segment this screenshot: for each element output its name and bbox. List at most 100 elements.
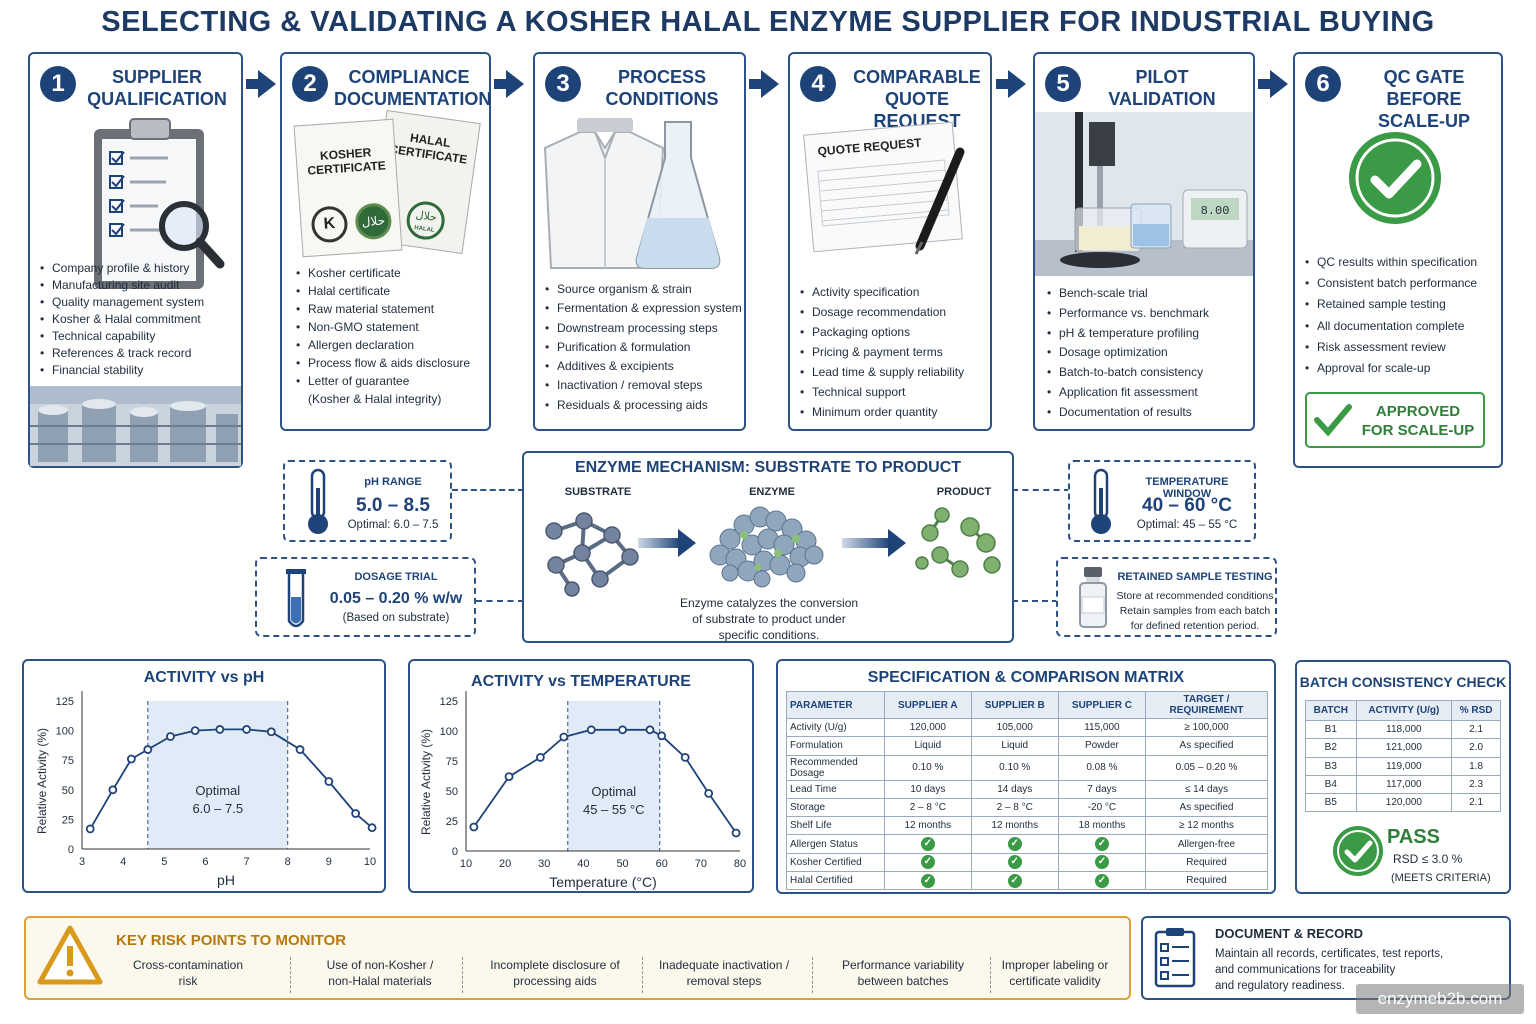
document-record-panel: DOCUMENT & RECORD Maintain all records, … — [1141, 916, 1511, 1000]
divider — [642, 957, 643, 993]
batch-title: BATCH CONSISTENCY CHECK — [1299, 674, 1507, 690]
dosage-trial-card: DOSAGE TRIAL 0.05 – 0.20 % w/w (Based on… — [255, 557, 476, 637]
enzyme-label: ENZYME — [749, 486, 795, 498]
y-tick-label: 50 — [62, 785, 74, 797]
value-cell: 2 – 8 °C — [970, 797, 1059, 818]
y-tick-label: 125 — [56, 696, 74, 708]
dosage-trial-note: (Based on substrate) — [342, 612, 450, 624]
chart-title: ACTIVITY vs pH — [143, 669, 265, 686]
value-cell: 2 – 8 °C — [884, 797, 972, 818]
substrate-molecule-icon — [545, 512, 639, 597]
parameter-cell: Recommended Dosage — [786, 754, 885, 781]
y-tick-label: 100 — [56, 726, 74, 738]
connector-line — [476, 600, 524, 602]
checklist-clipboard-icon — [1154, 928, 1196, 988]
x-tick-label: 10 — [364, 856, 376, 868]
value-cell: 0.10 % — [970, 754, 1059, 781]
batch-id-cell: B5 — [1305, 793, 1357, 813]
check-icon: ✓ — [1057, 834, 1147, 854]
watermark: enzymeb2b.com — [1356, 984, 1524, 1014]
retained-sample-label: RETAINED SAMPLE TESTING — [1117, 571, 1273, 583]
step-3-list: Source organism & strainFermentation & e… — [545, 280, 745, 415]
value-cell: 18 months — [1057, 816, 1147, 836]
value-cell: As specified — [1145, 736, 1268, 756]
value-cell: ≥ 100,000 — [1145, 717, 1268, 738]
data-point — [504, 772, 514, 781]
step-number: 2 — [292, 66, 328, 102]
x-tick-label: 50 — [616, 858, 628, 870]
data-point — [126, 754, 136, 764]
x-tick-label: 80 — [734, 858, 746, 870]
parameter-cell: Lead Time — [786, 779, 885, 799]
divider — [990, 957, 991, 993]
warning-triangle-icon — [37, 925, 103, 985]
data-point — [618, 725, 627, 735]
value-cell: Allergen-free — [1145, 834, 1268, 854]
y-tick-label: 75 — [62, 755, 74, 767]
x-axis-label: pH — [217, 872, 235, 888]
check-icon: ✓ — [970, 852, 1059, 873]
dosage-trial-label: DOSAGE TRIAL — [354, 571, 438, 583]
batch-id-cell: B2 — [1305, 738, 1357, 758]
clipboard-magnifier-icon — [94, 118, 225, 289]
value-cell: As specified — [1145, 797, 1268, 818]
y-tick-label: 75 — [446, 756, 458, 768]
optimal-range: 45 – 55 °C — [583, 802, 645, 817]
x-tick-label: 40 — [577, 858, 589, 870]
connector-line — [1012, 489, 1070, 491]
risk-item: Use of non-Kosher /non-Halal materials — [326, 958, 434, 988]
value-cell: 10 days — [884, 779, 972, 799]
value-cell: 0.10 % — [884, 754, 972, 781]
x-tick-label: 30 — [538, 858, 550, 870]
value-cell: 0.08 % — [1057, 754, 1147, 781]
data-point — [367, 823, 377, 833]
document-title: DOCUMENT & RECORD — [1215, 926, 1364, 941]
data-point — [266, 727, 276, 737]
divider — [462, 957, 463, 993]
y-axis-label: Relative Activity (%) — [35, 728, 49, 834]
value-cell: Liquid — [884, 736, 972, 756]
product-molecule-icon — [915, 507, 1001, 578]
parameter-cell: Activity (U/g) — [786, 717, 885, 738]
data-point — [166, 732, 175, 741]
optimal-band — [147, 701, 288, 849]
data-point — [190, 726, 200, 735]
data-point — [324, 777, 334, 786]
table-row: Halal Certified✓✓✓Required — [786, 871, 1268, 891]
halal-green-seal-icon: حلال — [354, 202, 393, 241]
value-cell: ≥ 12 months — [1145, 816, 1268, 836]
data-point — [535, 753, 545, 762]
parameter-cell: Storage — [786, 797, 885, 818]
check-icon: ✓ — [970, 871, 1059, 891]
enzyme-mechanism-panel: ENZYME MECHANISM: SUBSTRATE TO PRODUCT S… — [522, 451, 1014, 643]
check-icon: ✓ — [1057, 871, 1147, 891]
x-tick-label: 6 — [202, 856, 208, 868]
temperature-window-card: TEMPERATURE WINDOW 40 – 60 °C Optimal: 4… — [1068, 460, 1256, 542]
retained-sample-card: RETAINED SAMPLE TESTING Store at recomme… — [1056, 557, 1277, 637]
step-1-list: Company profile & historyManufacturing s… — [40, 260, 240, 379]
x-tick-label: 8 — [285, 856, 291, 868]
x-tick-label: 9 — [326, 856, 332, 868]
value-cell: 7 days — [1057, 779, 1147, 799]
specification-matrix-panel: SPECIFICATION & COMPARISON MATRIX PARAME… — [776, 659, 1276, 894]
value-cell: ≤ 14 days — [1145, 779, 1268, 799]
value-cell: Powder — [1057, 736, 1147, 756]
data-point — [143, 745, 153, 754]
data-point — [657, 731, 667, 741]
ph-range-value: 5.0 – 8.5 — [356, 495, 430, 516]
labcoat-flask-icon — [543, 118, 721, 269]
